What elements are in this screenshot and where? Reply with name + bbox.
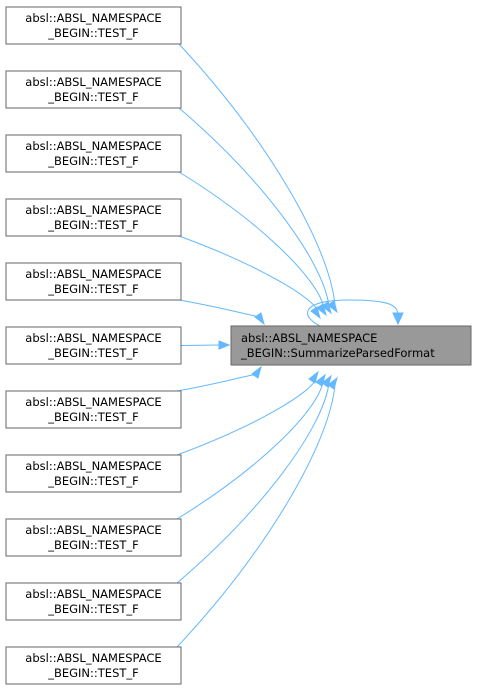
caller-node-label-line2: _BEGIN::TEST_F (47, 154, 139, 168)
target-node-label-line1: absl::ABSL_NAMESPACE (241, 331, 377, 345)
call-edge (178, 235, 319, 312)
caller-node-box (5, 6, 182, 45)
call-edge (176, 373, 260, 392)
caller-node-box (5, 326, 182, 365)
arrowhead (218, 340, 231, 350)
arrowhead (251, 365, 262, 379)
caller-node[interactable]: absl::ABSL_NAMESPACE_BEGIN::TEST_F (5, 390, 182, 429)
caller-node[interactable]: absl::ABSL_NAMESPACE_BEGIN::TEST_F (5, 582, 182, 621)
caller-node[interactable]: absl::ABSL_NAMESPACE_BEGIN::TEST_F (5, 326, 182, 365)
target-node-label-line2: _BEGIN::SummarizeParsedFormat (240, 346, 435, 360)
caller-node[interactable]: absl::ABSL_NAMESPACE_BEGIN::TEST_F (5, 454, 182, 493)
caller-node[interactable]: absl::ABSL_NAMESPACE_BEGIN::TEST_F (5, 198, 182, 237)
caller-node-label-line2: _BEGIN::TEST_F (47, 410, 139, 424)
caller-node-label-line2: _BEGIN::TEST_F (47, 26, 139, 40)
arrowhead (308, 370, 319, 384)
arrowhead (321, 301, 332, 315)
caller-node-box (5, 198, 182, 237)
caller-node-label-line1: absl::ABSL_NAMESPACE (25, 459, 161, 473)
caller-node-box (5, 454, 182, 493)
arrowhead (254, 312, 265, 326)
caller-node[interactable]: absl::ABSL_NAMESPACE_BEGIN::TEST_F (5, 518, 182, 557)
caller-node[interactable]: absl::ABSL_NAMESPACE_BEGIN::TEST_F (5, 262, 182, 301)
target-node-box (230, 325, 472, 366)
call-edge (176, 382, 330, 584)
nodes-layer: absl::ABSL_NAMESPACE_BEGIN::TEST_Fabsl::… (5, 6, 472, 685)
edges-layer (176, 43, 404, 648)
caller-node-label-line2: _BEGIN::TEST_F (47, 474, 139, 488)
caller-node-box (5, 518, 182, 557)
caller-node-box (5, 582, 182, 621)
arrowhead (327, 376, 338, 390)
caller-node-label-line1: absl::ABSL_NAMESPACE (25, 651, 161, 665)
caller-node-box (5, 390, 182, 429)
caller-node-label-line2: _BEGIN::TEST_F (47, 90, 139, 104)
caller-node-label-line1: absl::ABSL_NAMESPACE (25, 203, 161, 217)
self-loop-arrowhead (392, 312, 404, 326)
caller-node-label-line1: absl::ABSL_NAMESPACE (25, 11, 161, 25)
caller-node-label-line1: absl::ABSL_NAMESPACE (25, 587, 161, 601)
arrowhead (327, 300, 338, 314)
self-loop-edge (307, 299, 399, 327)
caller-node[interactable]: absl::ABSL_NAMESPACE_BEGIN::TEST_F (5, 6, 182, 45)
caller-node-label-line2: _BEGIN::TEST_F (47, 346, 139, 360)
call-edge (178, 107, 330, 307)
caller-node-box (5, 134, 182, 173)
arrowhead (316, 303, 327, 317)
caller-node-label-line2: _BEGIN::TEST_F (47, 666, 139, 680)
call-edge (178, 171, 325, 309)
call-edge (176, 381, 324, 520)
caller-node-label-line2: _BEGIN::TEST_F (47, 282, 139, 296)
caller-node-box (5, 646, 182, 685)
caller-node-label-line1: absl::ABSL_NAMESPACE (25, 139, 161, 153)
caller-node-label-line2: _BEGIN::TEST_F (47, 538, 139, 552)
caller-node-label-line1: absl::ABSL_NAMESPACE (25, 75, 161, 89)
caller-node-label-line1: absl::ABSL_NAMESPACE (25, 523, 161, 537)
call-edge (176, 378, 317, 456)
caller-node-box (5, 70, 182, 109)
caller-node-box (5, 262, 182, 301)
call-edge (178, 299, 263, 318)
caller-node-label-line1: absl::ABSL_NAMESPACE (25, 395, 161, 409)
caller-node-label-line1: absl::ABSL_NAMESPACE (25, 331, 161, 345)
caller-node[interactable]: absl::ABSL_NAMESPACE_BEGIN::TEST_F (5, 646, 182, 685)
caller-node-label-line2: _BEGIN::TEST_F (47, 602, 139, 616)
caller-node[interactable]: absl::ABSL_NAMESPACE_BEGIN::TEST_F (5, 70, 182, 109)
call-edge (176, 384, 336, 648)
caller-node-label-line1: absl::ABSL_NAMESPACE (25, 267, 161, 281)
call-edge (178, 43, 336, 306)
caller-node[interactable]: absl::ABSL_NAMESPACE_BEGIN::TEST_F (5, 134, 182, 173)
arrowhead (310, 306, 321, 320)
caller-node-label-line2: _BEGIN::TEST_F (47, 218, 139, 232)
call-edge (180, 344, 222, 346)
target-node[interactable]: absl::ABSL_NAMESPACE_BEGIN::SummarizePar… (230, 325, 472, 366)
